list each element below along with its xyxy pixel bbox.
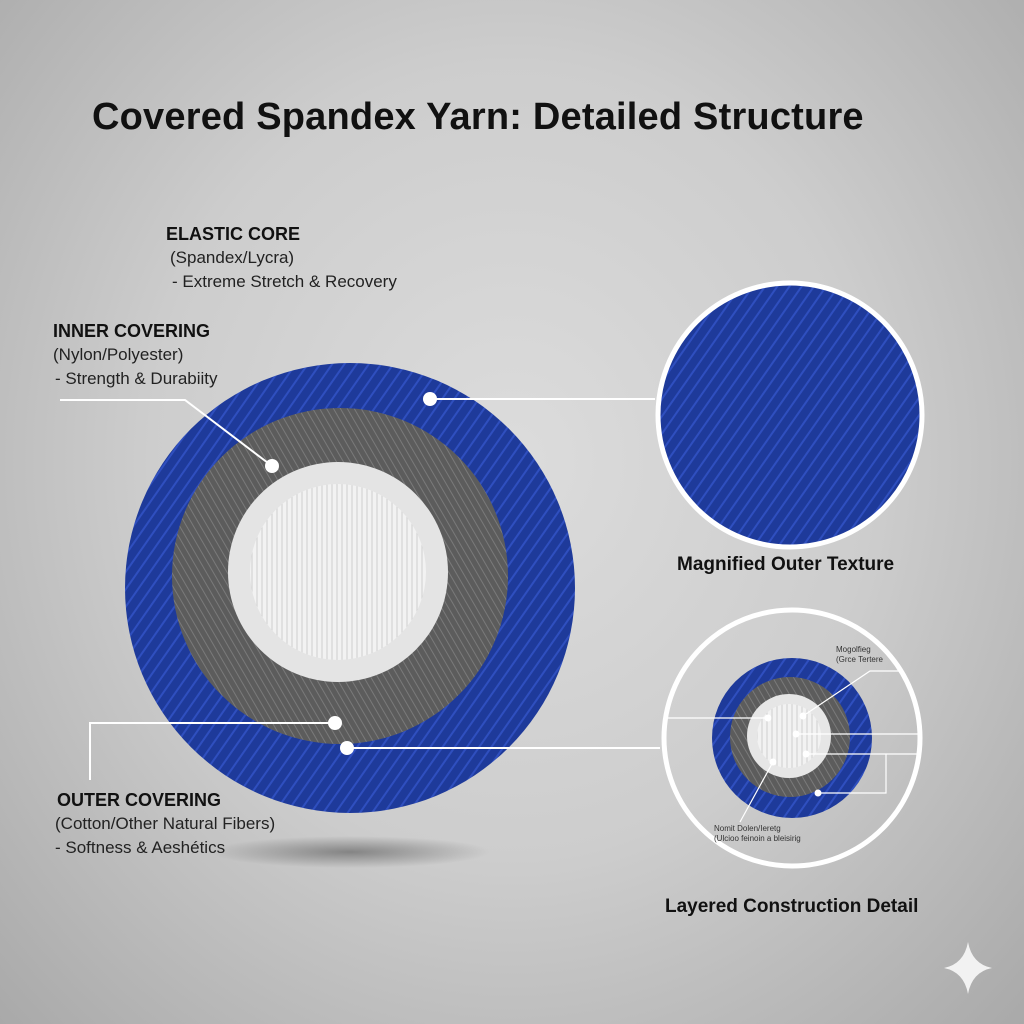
layered-construction-inset (661, 607, 923, 869)
inset-bottom-line2: (Ulcioo feinoin a bleisirig (714, 834, 801, 843)
page-title: Covered Spandex Yarn: Detailed Structure (92, 96, 864, 138)
elastic-core-property: - Extreme Stretch & Recovery (172, 272, 397, 291)
leader-lines (60, 398, 660, 780)
inset-top-line1: Mogolfieg (836, 645, 871, 654)
elastic-core (250, 484, 426, 660)
inner-covering-title: INNER COVERING (53, 321, 211, 341)
inset-bottom-label: Nomit Dolen/Ieretg (Ulcioo feinoin a ble… (714, 824, 801, 844)
inset-top-line2: (Grce Tertere (836, 655, 883, 664)
inset-bottom-line1: Nomit Dolen/Ieretg (714, 824, 781, 833)
label-inner-covering: INNER COVERING (Nylon/Polyester) - Stren… (53, 321, 218, 389)
elastic-core-material: (Spandex/Lycra) (170, 248, 295, 267)
main-cross-section (125, 363, 575, 813)
elastic-core-title: ELASTIC CORE (166, 224, 301, 244)
sparkle-icon (944, 942, 992, 994)
outer-edge-marker (340, 741, 354, 755)
outer-covering-marker (328, 716, 342, 730)
magnified-texture-inset (655, 280, 925, 550)
label-outer-covering: OUTER COVERING (Cotton/Other Natural Fib… (55, 790, 276, 858)
outer-texture-marker (423, 392, 437, 406)
outer-covering-title: OUTER COVERING (57, 790, 222, 810)
drop-shadow (210, 836, 490, 868)
inner-covering-property: - Strength & Durabiity (55, 369, 218, 388)
label-elastic-core: ELASTIC CORE (Spandex/Lycra) - Extreme S… (166, 224, 397, 292)
inset-top-label: Mogolfieg (Grce Tertere (836, 645, 883, 665)
caption-layered: Layered Construction Detail (665, 896, 919, 917)
inner-covering-marker (265, 459, 279, 473)
inner-covering-material: (Nylon/Polyester) (53, 345, 184, 364)
caption-magnified: Magnified Outer Texture (677, 554, 895, 575)
outer-covering-material: (Cotton/Other Natural Fibers) (55, 814, 276, 833)
outer-covering-property: - Softness & Aeshétics (55, 838, 226, 857)
